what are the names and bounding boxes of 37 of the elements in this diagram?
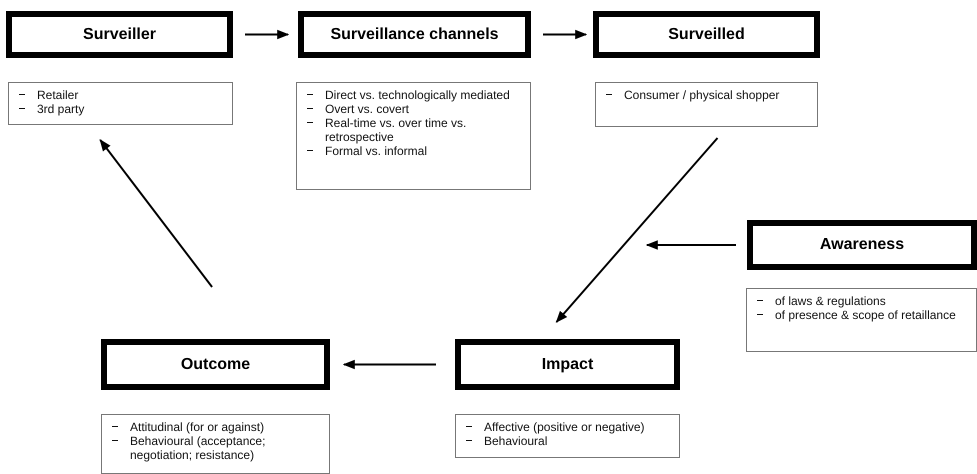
- heading-box: [298, 11, 531, 58]
- heading-text: Surveillance channels: [330, 26, 499, 44]
- heading-box: [747, 220, 977, 270]
- arrow: [556, 137, 718, 323]
- detail-box: [296, 82, 531, 190]
- list-item-text: Formal vs. informal: [325, 144, 428, 158]
- detail-box: [8, 82, 233, 125]
- list-item-text: Behavioural (acceptance; negotiation; resistance): [130, 434, 266, 462]
- list-item-text: Real-time vs. over time vs. retrospective: [325, 116, 466, 144]
- list-item-text: of laws & regulations: [775, 294, 886, 308]
- arrow: [99, 139, 213, 288]
- heading-box: [593, 11, 820, 58]
- list-item-text: Retailer: [37, 88, 78, 102]
- arrow: [342, 360, 436, 370]
- arrow: [543, 30, 588, 40]
- detail-box: [101, 414, 330, 474]
- list-item-text: of presence & scope of retaillance: [775, 308, 956, 322]
- list-item-text: Overt vs. covert: [325, 102, 410, 116]
- arrow: [245, 30, 290, 40]
- heading-box: [6, 11, 233, 58]
- detail-box: [746, 288, 977, 352]
- detail-box: [595, 82, 818, 127]
- heading-text: Surveiller: [83, 26, 156, 44]
- list-item-text: Direct vs. technologically mediated: [325, 88, 510, 102]
- list-item-text: 3rd party: [37, 102, 84, 116]
- arrow: [646, 240, 736, 250]
- heading-text: Surveilled: [668, 26, 745, 44]
- heading-text: Outcome: [180, 356, 250, 374]
- detail-box: [455, 414, 680, 458]
- list-item-text: Affective (positive or negative): [484, 420, 645, 434]
- list-item-text: Consumer / physical shopper: [624, 88, 780, 102]
- list-item-text: Attitudinal (for or against): [130, 420, 264, 434]
- heading-box: [455, 339, 680, 390]
- heading-box: [101, 339, 330, 390]
- heading-text: Awareness: [820, 236, 904, 254]
- list-item-text: Behavioural: [484, 434, 548, 448]
- heading-text: Impact: [542, 356, 594, 374]
